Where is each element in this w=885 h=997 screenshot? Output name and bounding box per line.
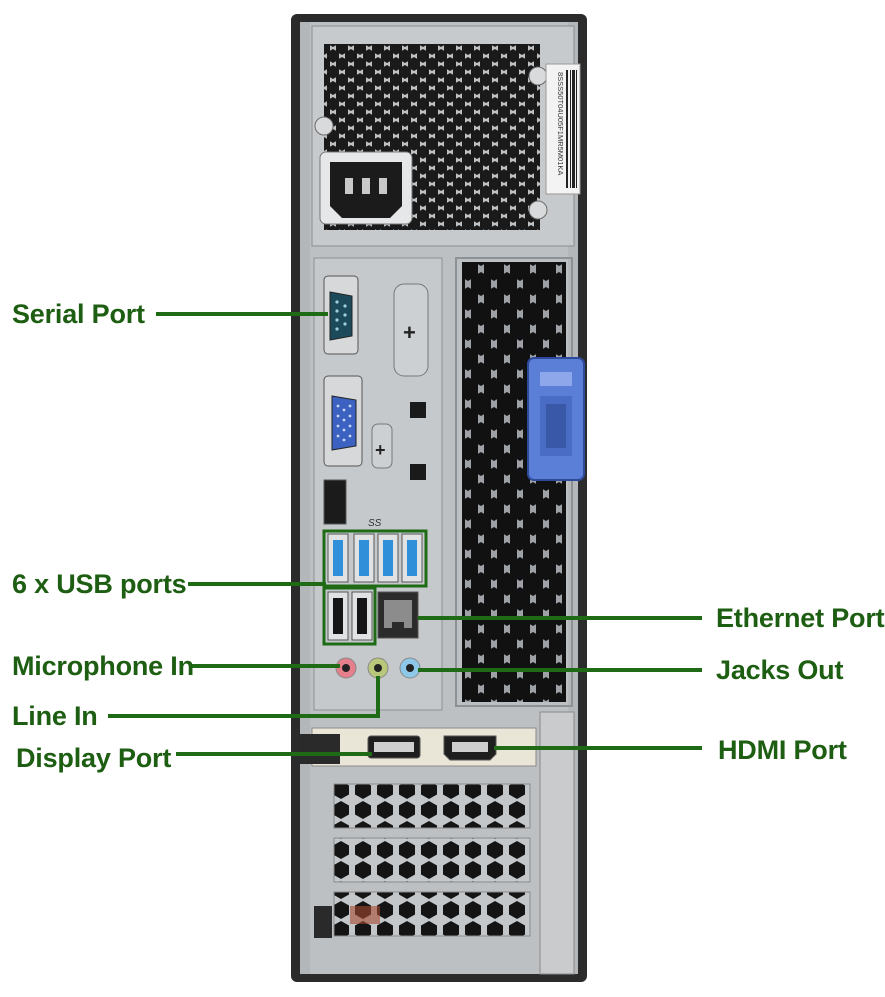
psu-screw-top — [314, 116, 334, 136]
display-port-icon — [367, 735, 421, 759]
side-vent-frame — [455, 257, 573, 707]
ethernet-port-label: Ethernet Port — [716, 603, 885, 633]
serial-port-label: Serial Port — [12, 299, 145, 329]
audio-jack-icon — [335, 657, 421, 679]
cover-latch — [527, 357, 585, 481]
psu-screw-right-top — [528, 66, 548, 86]
ethernet-port-icon — [377, 591, 419, 639]
serial-number-sticker: 8SSS50T04U05F1MR5M01KA — [545, 63, 581, 195]
hdmi-port-label: HDMI Port — [718, 735, 847, 765]
motherboard-displayport — [323, 479, 347, 525]
expansion-slot-2 — [333, 837, 531, 883]
usb-ss-header: SS — [368, 518, 382, 529]
svg-text:+: + — [403, 320, 416, 345]
line-in-leader — [108, 676, 380, 718]
expansion-slot-1 — [333, 783, 531, 829]
usb-ports-label: 6 x USB ports — [12, 569, 187, 599]
svg-text:+: + — [375, 440, 386, 460]
line-in-label: Line In — [12, 701, 98, 731]
serial-port-icon — [323, 275, 359, 355]
sticker-serial-text: 8SSS50T04U05F1MR5M01KA — [556, 72, 565, 175]
microphone-in-label: Microphone In — [12, 651, 194, 681]
card-retention-bar — [539, 711, 575, 975]
hdmi-port-icon — [443, 735, 497, 761]
power-socket-icon — [330, 162, 402, 218]
jacks-out-label: Jacks Out — [716, 655, 844, 685]
psu-screw-right-bottom — [528, 200, 548, 220]
vga-port-icon — [323, 375, 363, 467]
side-vent-grille — [462, 262, 566, 702]
usb-port-icon — [327, 533, 423, 641]
usb2-group-outline — [322, 586, 377, 646]
display-port-label: Display Port — [16, 743, 172, 773]
usb3-group-outline — [322, 529, 428, 588]
